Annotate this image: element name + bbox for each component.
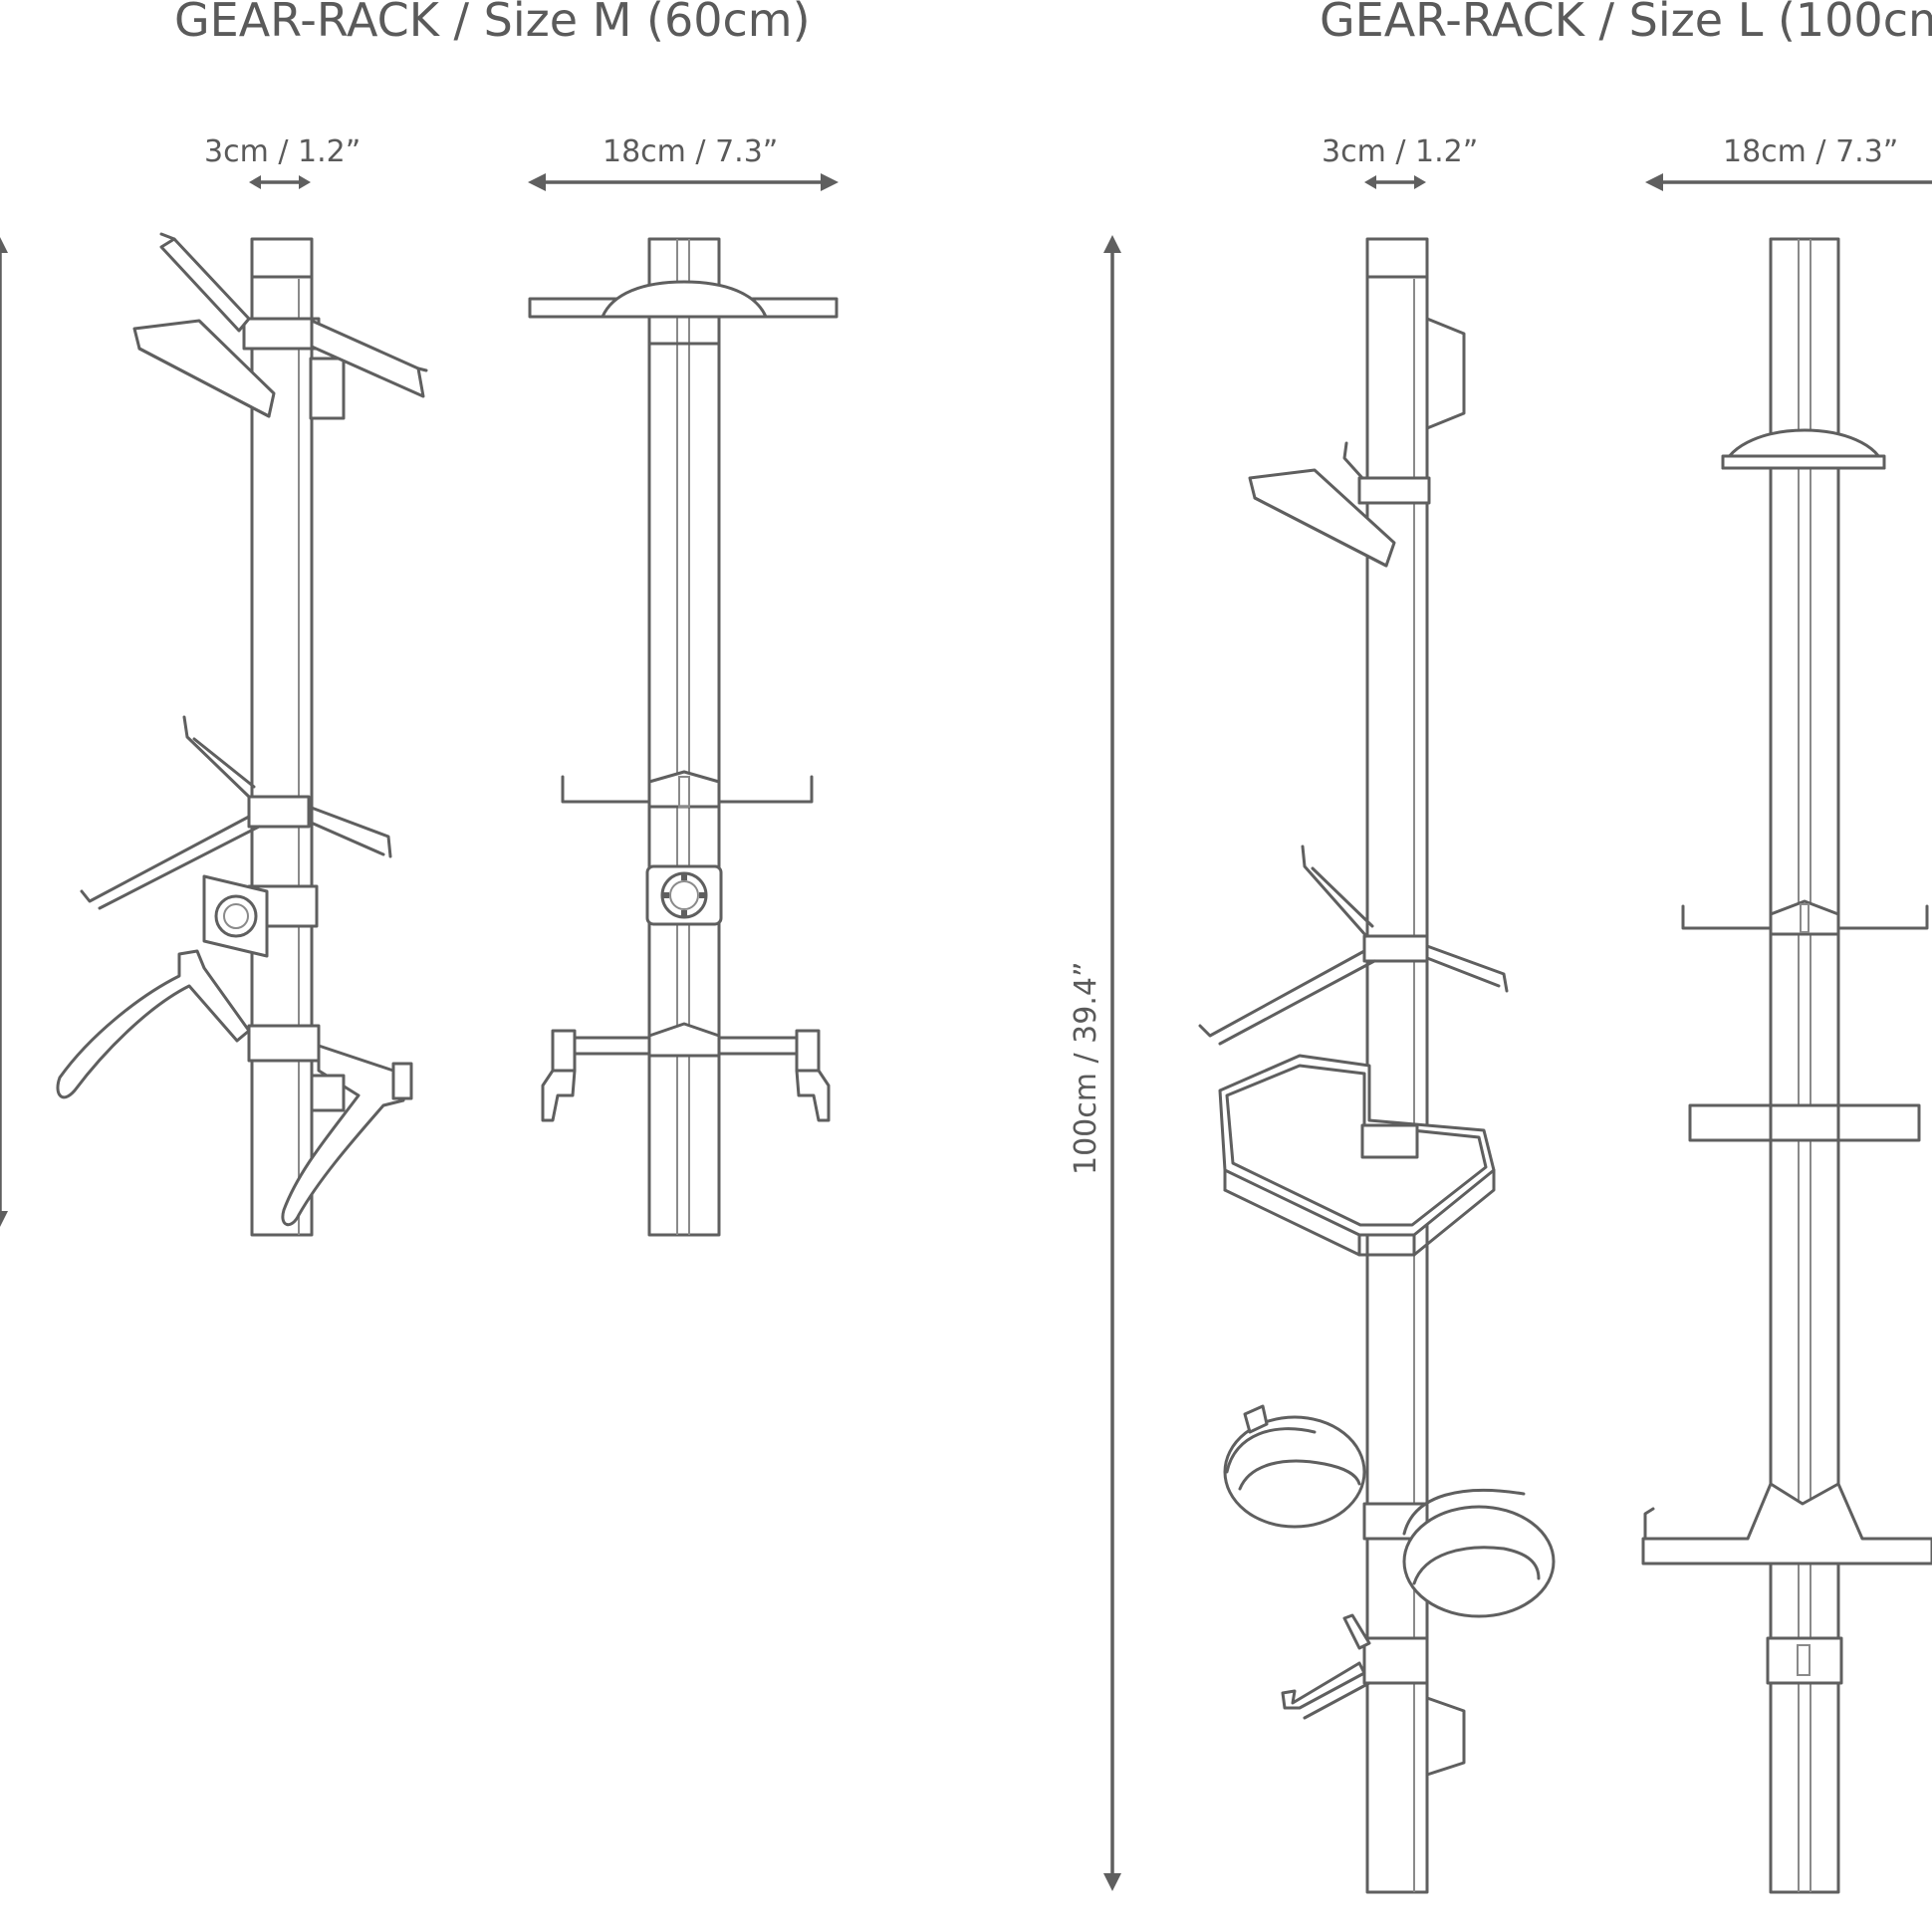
size-l-front-width-label: 18cm / 7.3” [1723, 134, 1898, 169]
size-m-side-width-label: 3cm / 1.2” [204, 134, 361, 169]
size-m-height-arrow [0, 237, 8, 1227]
size-m-front-view [528, 237, 839, 1237]
size-m-side-width-arrow [249, 175, 311, 189]
size-m-side-view [56, 232, 428, 1237]
size-l-group: 3cm / 1.2” 18cm / 7.3” 100cm / 39.4” [1069, 134, 1932, 1894]
size-m-group: 3cm / 1.2” 18cm / 7.3” [0, 134, 839, 1237]
size-m-side-mount [202, 874, 269, 958]
size-m-front-width-label: 18cm / 7.3” [603, 134, 778, 169]
size-l-bottle-cages [1223, 1404, 1556, 1618]
size-l-front-width-arrow [1645, 173, 1932, 191]
size-m-front-mount [645, 864, 723, 926]
size-l-height-label: 100cm / 39.4” [1069, 962, 1103, 1176]
size-l-side-view [1198, 237, 1556, 1894]
size-l-side-width-label: 3cm / 1.2” [1322, 134, 1478, 169]
title-size-m: GEAR-RACK / Size M (60cm) [174, 0, 811, 47]
size-l-tray [1218, 1054, 1496, 1257]
size-l-front-view [1641, 237, 1932, 1894]
size-l-height-arrow [1103, 235, 1121, 1891]
title-size-l: GEAR-RACK / Size L (100cm) [1320, 0, 1932, 47]
size-m-front-width-arrow [528, 173, 839, 191]
size-l-side-width-arrow [1364, 175, 1426, 189]
